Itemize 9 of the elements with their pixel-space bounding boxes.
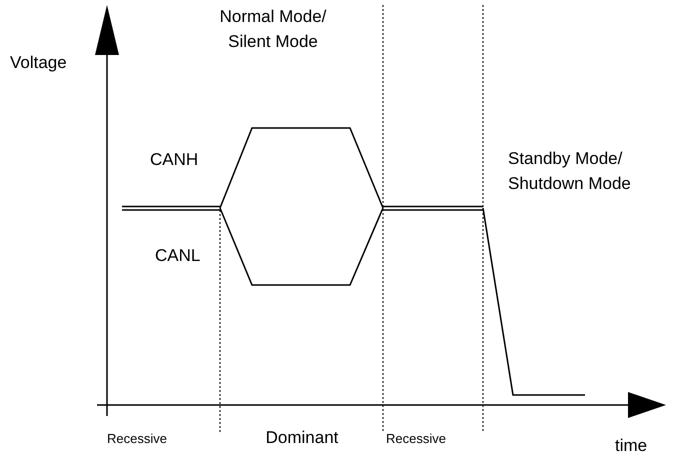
axis-label: time [615,435,648,457]
bit-state-label: Dominant [264,427,340,449]
mode-label: Normal Mode/ Silent Mode [218,6,328,53]
bit-state-label: Recessive [107,430,168,448]
mode-label: Standby Mode/ Shutdown Mode [508,148,632,195]
signal-label: CANH [150,149,200,171]
bit-state-label: Recessive [386,430,447,448]
axis-label: Voltage [10,52,68,74]
signal-label: CANL [155,245,202,267]
